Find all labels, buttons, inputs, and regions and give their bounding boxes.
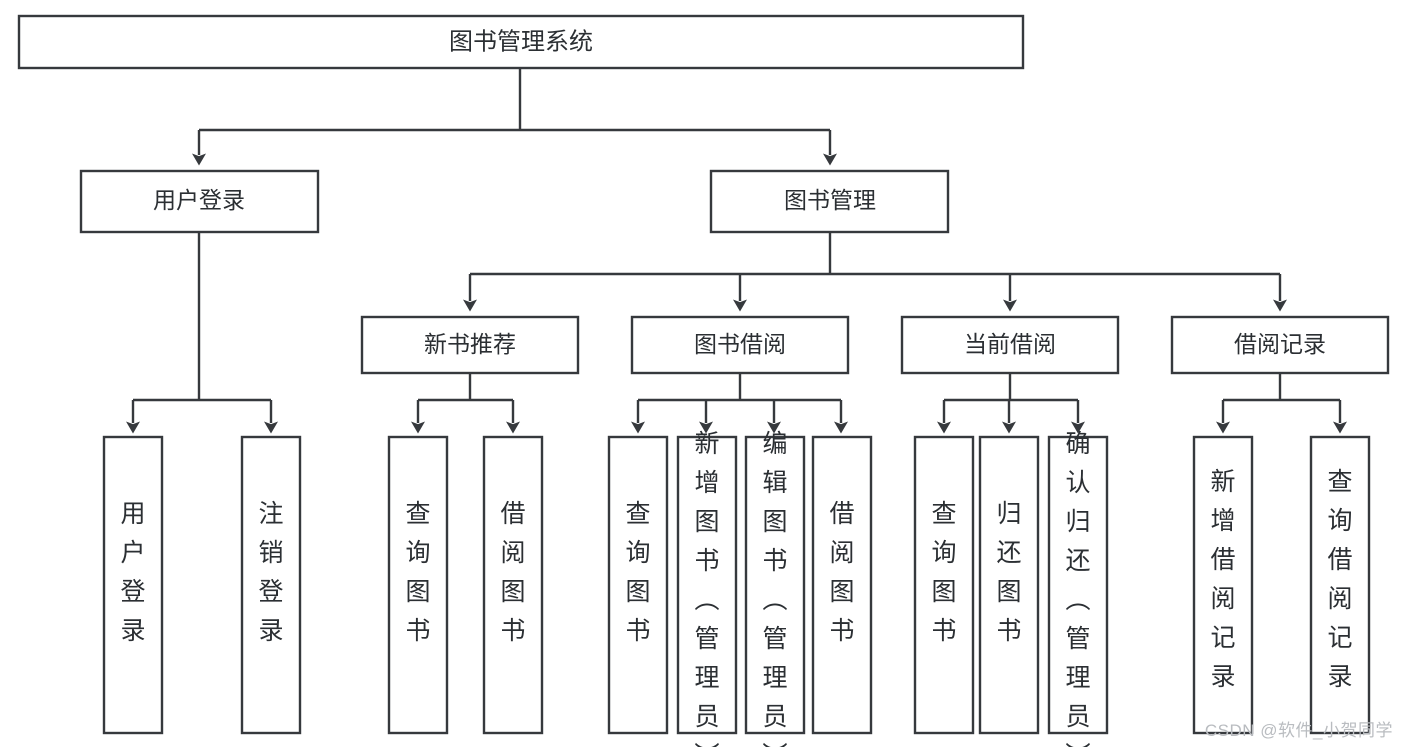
node-leaf-query-book-1-label: 查询图书	[405, 500, 430, 645]
node-leaf-return-book[interactable]: 归还图书	[978, 435, 1040, 735]
node-leaf-query-book-1[interactable]: 查询图书	[387, 435, 449, 735]
node-leaf-borrow-book-1-label: 借阅图书	[500, 500, 525, 645]
node-leaf-add-borrow-record[interactable]: 新增借阅记录	[1192, 435, 1254, 735]
connector-borrow-to-leaves	[631, 373, 848, 434]
connector-newbook-to-leaves	[411, 373, 520, 434]
node-leaf-return-book-label: 归还图书	[996, 500, 1021, 645]
connector-current-to-leaves	[937, 373, 1085, 434]
connector-login-to-leaves	[126, 232, 278, 434]
node-book-management-label: 图书管理	[784, 187, 876, 213]
node-leaf-add-borrow-record-label: 新增借阅记录	[1210, 468, 1235, 691]
node-leaf-borrow-book-2-label: 借阅图书	[829, 500, 854, 645]
node-borrow-record-label: 借阅记录	[1234, 331, 1326, 357]
node-book-borrow[interactable]: 图书借阅	[630, 315, 850, 375]
node-leaf-edit-book-admin-label: 编辑图书︵管理员︶	[762, 430, 787, 747]
node-user-login-label: 用户登录	[153, 187, 245, 213]
node-leaf-query-borrow-record[interactable]: 查询借阅记录	[1309, 435, 1371, 735]
connector-record-to-leaves	[1216, 373, 1347, 434]
node-root-system[interactable]: 图书管理系统	[17, 14, 1025, 70]
node-leaf-query-book-3[interactable]: 查询图书	[913, 435, 975, 735]
node-new-book-recommend[interactable]: 新书推荐	[360, 315, 580, 375]
node-leaf-confirm-return-admin-label: 确认归还︵管理员︶	[1065, 430, 1090, 747]
node-leaf-logout-label: 注销登录	[258, 500, 283, 645]
connector-books-to-level3	[463, 232, 1287, 312]
node-leaf-add-book-admin[interactable]: 新增图书︵管理员︶	[676, 430, 738, 747]
node-leaf-borrow-book-2[interactable]: 借阅图书	[811, 435, 873, 735]
node-leaf-add-book-admin-label: 新增图书︵管理员︶	[694, 430, 719, 747]
node-borrow-record[interactable]: 借阅记录	[1170, 315, 1390, 375]
node-leaf-edit-book-admin[interactable]: 编辑图书︵管理员︶	[744, 430, 806, 747]
connector-root-to-level2	[192, 68, 837, 166]
node-leaf-query-book-2-label: 查询图书	[625, 500, 650, 645]
node-leaf-logout[interactable]: 注销登录	[240, 435, 302, 735]
node-leaf-query-book-2[interactable]: 查询图书	[607, 435, 669, 735]
node-current-borrow[interactable]: 当前借阅	[900, 315, 1120, 375]
node-user-login[interactable]: 用户登录	[79, 169, 320, 234]
node-book-borrow-label: 图书借阅	[694, 331, 786, 357]
node-leaf-user-login-label: 用户登录	[120, 500, 145, 645]
node-leaf-confirm-return-admin[interactable]: 确认归还︵管理员︶	[1047, 430, 1109, 747]
node-current-borrow-label: 当前借阅	[964, 331, 1056, 357]
node-root-label: 图书管理系统	[449, 28, 593, 55]
node-leaf-query-book-3-label: 查询图书	[931, 500, 956, 645]
node-leaf-user-login[interactable]: 用户登录	[102, 435, 164, 735]
node-new-book-recommend-label: 新书推荐	[424, 331, 516, 357]
node-leaf-query-borrow-record-label: 查询借阅记录	[1327, 468, 1352, 691]
node-leaf-borrow-book-1[interactable]: 借阅图书	[482, 435, 544, 735]
node-book-management[interactable]: 图书管理	[709, 169, 950, 234]
